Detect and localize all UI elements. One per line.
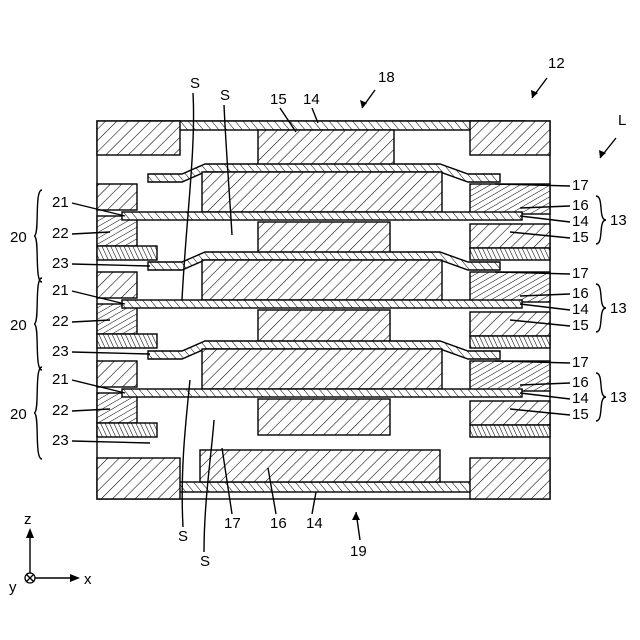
label-22: 22 [52,402,69,419]
label-21: 21 [52,194,69,211]
label-19: 19 [350,543,367,560]
brace-13 [596,284,606,332]
bottom-left-block [97,458,180,499]
x-axis-arrowhead [70,574,80,582]
label-17: 17 [572,177,589,194]
label-14: 14 [572,301,589,318]
label-18: 18 [378,69,395,86]
brace-20 [34,367,42,459]
brace-13 [596,196,606,244]
brace-13 [596,373,606,421]
brace-20 [34,278,42,370]
left-layer-21 [97,184,137,210]
label-12: 12 [548,55,565,72]
right-layer-15 [470,312,550,336]
membrane-14 [122,212,522,220]
label-top-s1: S [190,75,200,92]
right-layer-16 [470,361,550,391]
right-layer-15 [470,401,550,425]
top-right-block [470,121,550,155]
label-bottom-s2: S [200,553,210,570]
label-16: 16 [572,285,589,302]
left-layer-23 [97,423,157,437]
label-21: 21 [52,282,69,299]
label-14: 14 [572,213,589,230]
axis-x-label: x [84,571,92,588]
center-layer-16 [202,260,442,300]
left-layer-23 [97,334,157,348]
label-bottom-17: 17 [224,515,241,532]
label-14: 14 [572,390,589,407]
label-17: 17 [572,354,589,371]
top-plate [125,121,525,130]
label-22: 22 [52,313,69,330]
label-23: 23 [52,255,69,272]
bottom-plate [125,482,520,492]
label-13: 13 [610,300,627,317]
membrane-14 [122,300,522,308]
label-15: 15 [572,317,589,334]
label-16: 16 [572,374,589,391]
label-20: 20 [10,317,27,334]
right-layer-15 [470,224,550,248]
center-layer-16 [202,172,442,212]
axis-y-label: y [9,579,17,596]
label-13: 13 [610,212,627,229]
top-center-block [258,130,394,168]
axis-z-label: z [24,511,32,528]
top-left-block [97,121,180,155]
label-23: 23 [52,343,69,360]
left-layer-21 [97,272,137,298]
label-22: 22 [52,225,69,242]
right-layer-dense [470,336,550,348]
arrowhead-19 [352,512,360,520]
label-top-s2: S [220,87,230,104]
label-bottom-16: 16 [270,515,287,532]
label-16: 16 [572,197,589,214]
label-23: 23 [52,432,69,449]
center-layer-15 [258,399,390,435]
left-layer-23 [97,246,157,260]
label-bottom-s1: S [178,528,188,545]
membrane-14 [122,389,522,397]
label-15: 15 [572,406,589,423]
z-axis-arrowhead [26,528,34,538]
label-20: 20 [10,229,27,246]
label-21: 21 [52,371,69,388]
label-bottom-14: 14 [306,515,323,532]
center-layer-16 [202,349,442,389]
bottom-center-block [200,450,440,482]
label-13: 13 [610,389,627,406]
label-L: L [618,112,626,129]
right-layer-dense [470,425,550,437]
label-15: 15 [572,229,589,246]
label-top-15: 15 [270,91,287,108]
brace-20 [34,190,42,282]
bottom-right-block [470,458,550,499]
right-layer-dense [470,248,550,260]
label-20: 20 [10,406,27,423]
label-top-14: 14 [303,91,320,108]
left-layer-21 [97,361,137,387]
right-layer-16 [470,272,550,302]
label-17: 17 [572,265,589,282]
right-layer-16 [470,184,550,214]
